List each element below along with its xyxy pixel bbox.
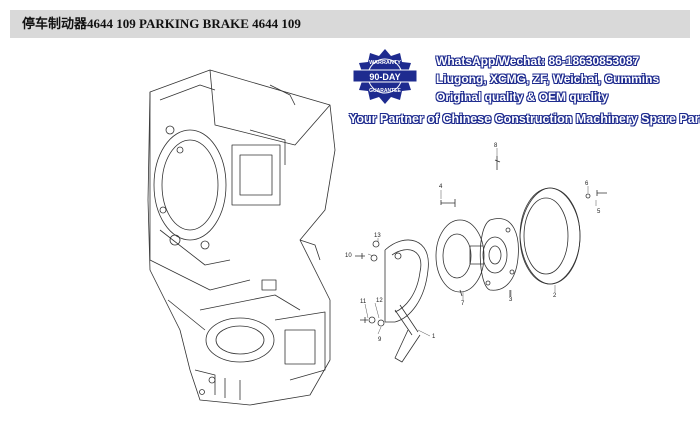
callout-9: 9 (378, 337, 382, 343)
fasteners (355, 156, 607, 327)
watermark-contact: WhatsApp/Wechat: 86-18630853087 (436, 54, 640, 68)
watermark-tagline: Your Partner of Chinese Construction Mac… (349, 112, 700, 126)
brake-flange (469, 218, 519, 291)
callout-3: 3 (509, 297, 513, 303)
brake-drum (519, 187, 581, 285)
warranty-badge: WARRANTY 90-DAY GUARANTEE (352, 49, 418, 104)
brake-shoe-assembly (384, 239, 429, 363)
callout-11: 11 (360, 299, 367, 305)
callout-13: 13 (374, 233, 381, 239)
callout-7: 7 (461, 301, 465, 307)
callout-5: 5 (597, 209, 601, 215)
badge-center-text: 90-DAY (369, 72, 400, 82)
callout-1: 1 (432, 334, 436, 340)
page-title: 停车制动器4644 109 PARKING BRAKE 4644 109 (22, 16, 301, 31)
callout-2: 2 (553, 293, 557, 299)
brake-disc (435, 219, 485, 293)
header-bar (10, 10, 690, 38)
callout-6: 6 (585, 181, 589, 187)
callout-12: 12 (376, 298, 383, 304)
badge-top-text: WARRANTY (369, 60, 401, 66)
badge-bottom-text: GUARANTEE (369, 88, 401, 94)
watermark-quality: Original quality & OEM quality (436, 90, 609, 104)
transmission-housing (147, 69, 336, 406)
callout-4: 4 (439, 184, 443, 190)
watermark-brands: Liugong, XCMG, ZF, Weichai, Cummins (436, 72, 660, 86)
callout-10: 10 (345, 253, 352, 259)
callout-8: 8 (494, 143, 498, 149)
